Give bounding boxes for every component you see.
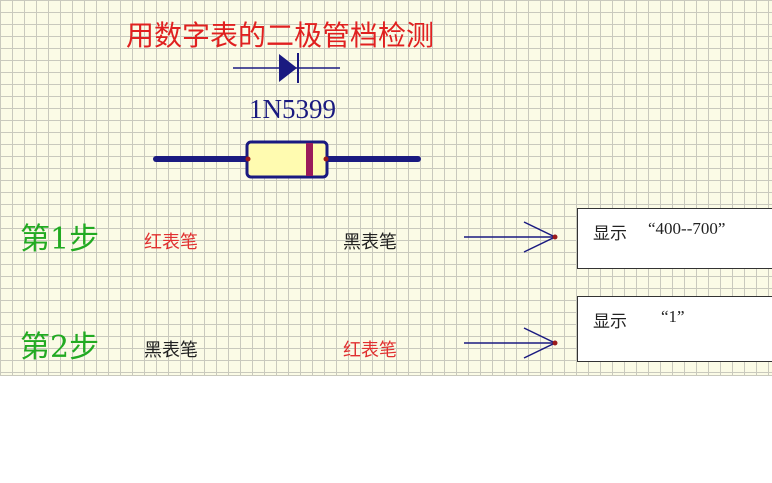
step-2-black-probe: 黑表笔 — [144, 340, 198, 361]
step-1-display-label: 显示 — [593, 224, 627, 244]
part-number: 1N5399 — [249, 94, 336, 124]
arrow-step-2 — [464, 327, 558, 359]
step-1-display-value: “400--700” — [648, 219, 726, 238]
arrow-step-1 — [464, 221, 558, 253]
step-2-display-label: 显示 — [593, 312, 627, 332]
step-2-label: 第2步 — [20, 330, 100, 365]
step-1-black-probe: 黑表笔 — [343, 232, 397, 253]
step-1-label: 第1步 — [20, 222, 100, 257]
step-2-display-box: 显示 “1” — [577, 296, 772, 362]
diode-symbol — [233, 53, 340, 83]
grid-canvas: 用数字表的二极管档检测 1N5399 第1步 — [0, 0, 772, 376]
diode-body — [153, 140, 421, 179]
step-1-display-box: 显示 “400--700” — [577, 208, 772, 269]
step-1-red-probe: 红表笔 — [144, 232, 198, 253]
step-2-display-value: “1” — [661, 307, 685, 326]
diagram-title: 用数字表的二极管档检测 — [126, 19, 435, 52]
diode-drawing — [153, 53, 558, 359]
step-2-red-probe: 红表笔 — [343, 340, 397, 361]
